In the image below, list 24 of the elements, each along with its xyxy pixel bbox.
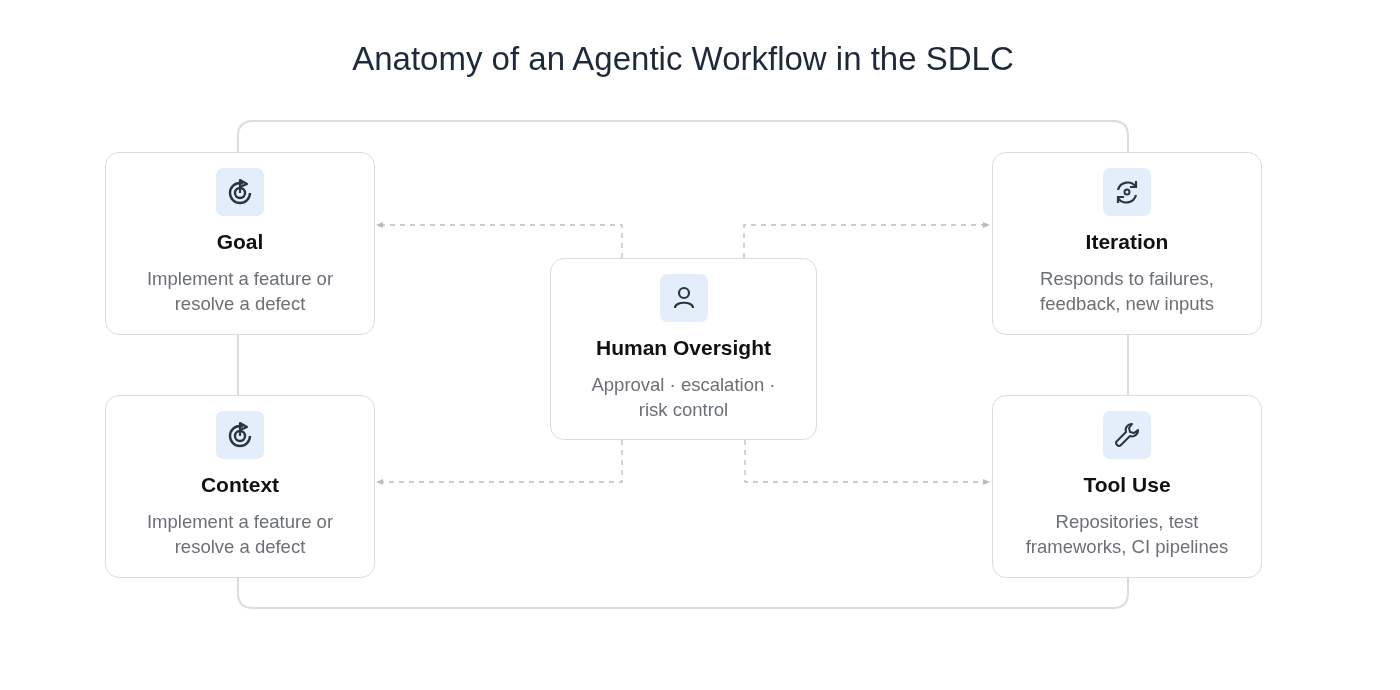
dashed-arrow bbox=[743, 222, 991, 259]
node-description: Repositories, test frameworks, CI pipelines bbox=[1024, 510, 1230, 559]
node-description: Implement a feature or resolve a defect bbox=[145, 267, 335, 316]
node-heading: Iteration bbox=[1085, 230, 1169, 254]
connector-line bbox=[1127, 334, 1129, 396]
connector-line bbox=[237, 334, 239, 396]
node-heading: Tool Use bbox=[1083, 473, 1171, 497]
connector-line bbox=[237, 120, 1129, 153]
process-card bbox=[992, 395, 1262, 578]
node-heading: Goal bbox=[216, 230, 264, 254]
node-description: Approval · escalation · risk control bbox=[590, 373, 777, 422]
process-card bbox=[992, 152, 1262, 335]
node-description: Responds to failures, feedback, new inputs bbox=[1039, 267, 1215, 316]
node-description: Implement a feature or resolve a defect bbox=[145, 510, 335, 559]
process-card bbox=[550, 258, 817, 440]
dashed-arrow bbox=[375, 439, 623, 485]
connector-line bbox=[237, 577, 1129, 609]
node-heading: Context bbox=[200, 473, 280, 497]
dashed-arrow bbox=[744, 439, 991, 485]
diagram-title: Anatomy of an Agentic Workflow in the SDLC bbox=[351, 40, 1015, 78]
dashed-arrow bbox=[375, 222, 623, 259]
process-card bbox=[105, 152, 375, 335]
process-card bbox=[105, 395, 375, 578]
node-heading: Human Oversight bbox=[595, 336, 771, 360]
